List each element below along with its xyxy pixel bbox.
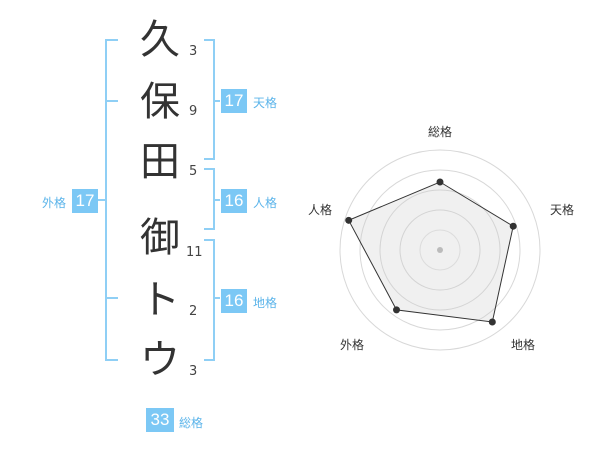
radar-chart (339, 149, 541, 351)
radar-point-4 (393, 306, 401, 314)
radar-ring-2 (399, 209, 481, 291)
gaikaku-value: 17 (72, 189, 98, 213)
name-char-1: 久 (140, 17, 180, 63)
tenkaku-bracket (204, 39, 215, 160)
stroke-count-1: 3 (189, 44, 198, 59)
tenkaku-label: 天格 (253, 96, 278, 110)
chikaku-value: 16 (221, 289, 247, 313)
soukaku-value: 33 (146, 408, 174, 432)
radar-label-soukaku: 総格 (428, 125, 453, 139)
gaikaku-bracket (105, 39, 118, 361)
name-char-4: 御 (140, 215, 180, 261)
chikaku-bracket (204, 239, 215, 361)
jinkaku-bracket (204, 168, 215, 230)
radar-polygon (348, 181, 514, 323)
radar-point-3 (488, 318, 496, 326)
radar-ring-3 (379, 189, 501, 311)
gaikaku-label: 外格 (42, 196, 67, 210)
chikaku-label: 地格 (253, 296, 278, 310)
stroke-count-6: 3 (189, 364, 198, 379)
stroke-count-3: 5 (189, 164, 198, 179)
name-char-5: ト (140, 277, 180, 323)
jinkaku-value: 16 (221, 189, 247, 213)
name-char-2: 保 (140, 79, 180, 125)
name-char-6: ウ (140, 337, 180, 383)
stroke-count-4: 11 (186, 245, 203, 260)
jinkaku-label: 人格 (253, 196, 278, 210)
radar-label-tenkaku: 天格 (550, 203, 575, 217)
radar-point-5 (345, 216, 353, 224)
tenkaku-value: 17 (221, 89, 247, 113)
radar-point-2 (509, 222, 517, 230)
radar-center (437, 247, 443, 253)
radar-point-1 (436, 178, 444, 186)
radar-label-gaikaku: 外格 (340, 338, 365, 352)
stroke-count-2: 9 (189, 104, 198, 119)
soukaku-label: 総格 (179, 416, 204, 430)
name-char-3: 田 (140, 139, 180, 185)
radar-label-jinkaku: 人格 (308, 203, 333, 217)
radar-ring-1 (419, 229, 461, 271)
radar-label-chikaku: 地格 (511, 338, 536, 352)
radar-ring-4 (359, 169, 521, 331)
stroke-count-5: 2 (189, 304, 198, 319)
name-brackets (98, 39, 220, 361)
